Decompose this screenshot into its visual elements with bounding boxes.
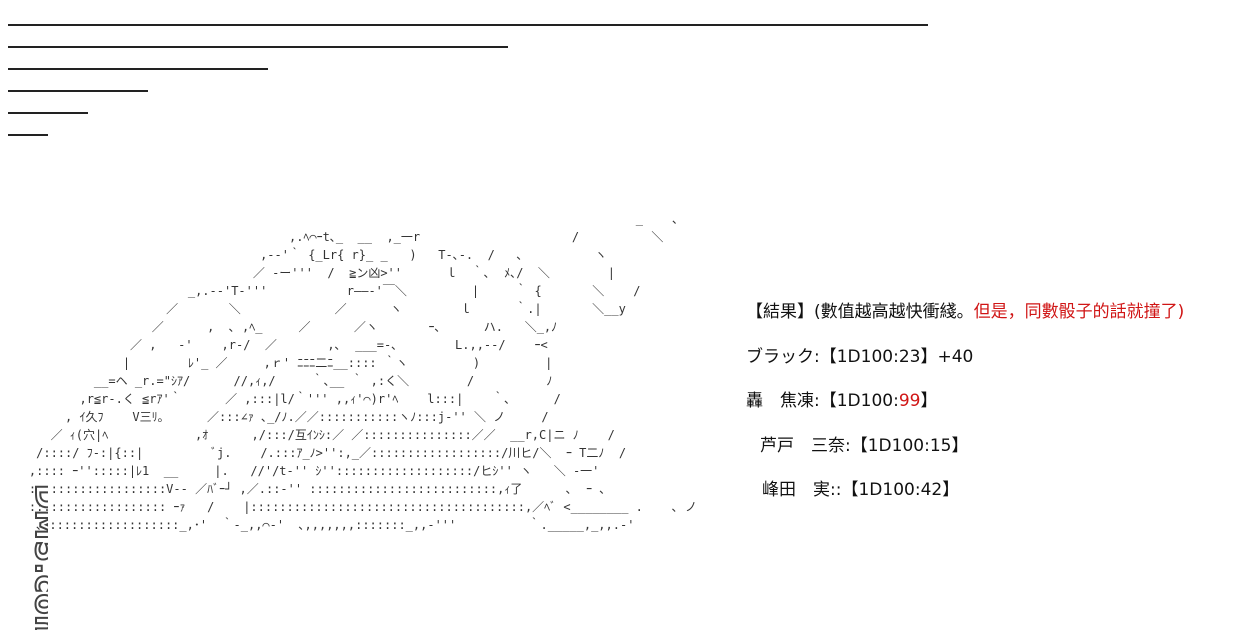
watermark-text: DM5.com [28, 484, 48, 630]
rule-1 [8, 24, 928, 26]
result-note: 但是，同數骰子的話就撞了) [973, 302, 1185, 322]
roll-bonus: +40 [937, 347, 974, 367]
dm5-watermark-logo: DM5.com [27, 483, 48, 630]
rule-3 [8, 68, 268, 70]
roll-value-highlight: 99 [898, 391, 921, 411]
rule-4 [8, 90, 148, 92]
result-line-1: 【結果】(數值越高越快衝綫。但是，同數骰子的話就撞了) [746, 302, 1185, 322]
rule-2 [8, 46, 508, 48]
result-line-3: 轟 焦凍:【1D100:99】 [746, 391, 938, 411]
result-line-4: 芦戸 三奈:【1D100:15】 [760, 436, 969, 456]
result-line-5: 峰田 実::【1D100:42】 [762, 480, 960, 500]
rule-6 [8, 134, 48, 136]
roll-value: 15 [929, 436, 952, 456]
result-line-2: ブラック:【1D100:23】+40 [746, 347, 974, 367]
roll-value: 42 [920, 480, 943, 500]
ascii-art: _ 、 ,.ﾍ⌒ｰt､_ __ ,_一r / ＼ ,-‐'｀ {_Lr{ r}_… [28, 212, 697, 532]
roll-value: 23 [898, 347, 921, 367]
rule-5 [8, 112, 88, 114]
